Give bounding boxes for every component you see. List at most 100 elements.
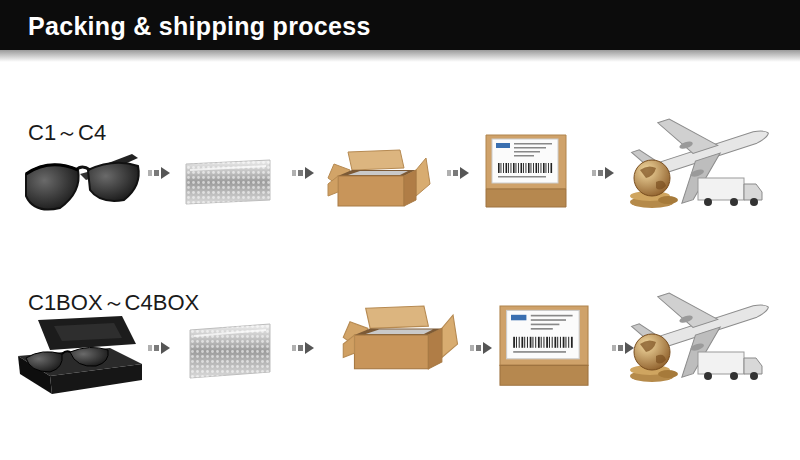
arrow-dash — [447, 170, 451, 176]
barcode-bar — [540, 163, 542, 173]
barcode-bar — [538, 163, 540, 173]
coin-stack — [658, 370, 678, 378]
arrow-dash — [148, 345, 152, 351]
carton-front — [338, 176, 404, 206]
closed-carton — [486, 135, 566, 207]
step-arrow — [447, 167, 469, 179]
engine — [678, 140, 693, 150]
truck-cab — [744, 184, 762, 200]
barcode-bar — [551, 337, 553, 348]
case-lid-panel — [54, 323, 122, 341]
barcode-bar — [510, 163, 512, 173]
bubble-inside — [366, 330, 433, 334]
arrow-dash — [453, 170, 458, 176]
label-line — [531, 328, 553, 330]
label-line — [514, 143, 552, 145]
step-arrow — [292, 342, 314, 354]
barcode-bar — [500, 163, 502, 173]
barcode-bar — [530, 337, 532, 348]
carton-top — [500, 306, 588, 365]
globe — [634, 160, 670, 196]
engine — [690, 168, 705, 178]
barcode-bar — [543, 337, 545, 348]
barcode-bar — [565, 337, 567, 348]
arrow-head — [625, 342, 634, 354]
shipping-label — [492, 139, 558, 183]
barcode-bar — [528, 163, 530, 173]
carton-flap — [343, 335, 354, 357]
label-logo — [511, 315, 526, 321]
title-holder: Packing & shipping process — [28, 12, 371, 41]
bubble-wrap — [190, 324, 270, 378]
carton-front — [486, 189, 566, 207]
arrow-head — [305, 167, 314, 179]
airplane — [624, 265, 780, 387]
arrow-dash — [592, 170, 596, 176]
bubble-wrap — [186, 160, 270, 204]
carton-flap — [366, 306, 429, 328]
carton-side — [404, 170, 416, 206]
barcode-bar — [540, 337, 542, 348]
barcode-bar — [503, 163, 505, 173]
label-logo — [496, 143, 510, 148]
barcode-bar — [568, 337, 570, 348]
barcode-bar — [563, 337, 565, 348]
label-line — [514, 147, 546, 149]
arrow-dash — [148, 170, 152, 176]
barcode-bar — [536, 163, 538, 173]
bubble-bag — [190, 324, 270, 378]
frame-top — [26, 165, 78, 174]
barcode-bar — [498, 163, 500, 173]
arrow-dash — [470, 345, 474, 351]
barcode-bar — [515, 163, 517, 173]
engine — [690, 342, 705, 352]
label-line — [531, 319, 566, 321]
wheel — [730, 198, 738, 206]
title-bar — [0, 0, 800, 50]
step-arrow — [292, 167, 314, 179]
barcode-bar — [521, 337, 523, 348]
carton-flap — [416, 158, 430, 196]
arrow-dash — [298, 170, 303, 176]
barcode-bar — [546, 337, 548, 348]
wing — [658, 281, 718, 334]
barcode-bar — [571, 337, 573, 348]
barcode-bar — [538, 337, 540, 348]
barcode-bar — [543, 163, 545, 173]
carton-top — [486, 135, 566, 189]
bubble-texture — [186, 160, 270, 204]
carton-front — [354, 335, 428, 369]
globe-land — [640, 166, 666, 189]
label-line — [514, 151, 540, 153]
open-carton — [343, 306, 457, 369]
bubble-inside — [348, 171, 408, 175]
barcode-bar — [530, 163, 532, 173]
carton-opening — [354, 328, 441, 335]
barcode-bar — [515, 337, 517, 348]
barcode-bar — [557, 337, 559, 348]
arrow-dash — [612, 345, 616, 351]
arrow-head — [305, 342, 314, 354]
barcode-bar — [533, 163, 535, 173]
open-carton — [328, 150, 430, 206]
barcode-bar — [523, 163, 525, 173]
barcode-bar — [508, 163, 510, 173]
truck-trailer — [698, 178, 744, 200]
arrow-head — [161, 167, 170, 179]
wheel — [730, 372, 738, 380]
lens — [26, 165, 79, 210]
arrow-dash — [292, 345, 296, 351]
wheel — [750, 372, 758, 380]
shipping-scene — [624, 91, 780, 213]
barcode-bar — [518, 163, 520, 173]
arrow-dash — [154, 345, 159, 351]
barcode-bar — [513, 337, 515, 348]
bubble-bag — [186, 160, 270, 204]
globe — [634, 334, 670, 370]
barcode-bar — [554, 337, 556, 348]
label-line — [531, 324, 560, 326]
bridge — [62, 351, 70, 354]
label-line — [514, 155, 534, 157]
barcode-bar — [506, 163, 508, 173]
truck-trailer — [698, 352, 744, 374]
